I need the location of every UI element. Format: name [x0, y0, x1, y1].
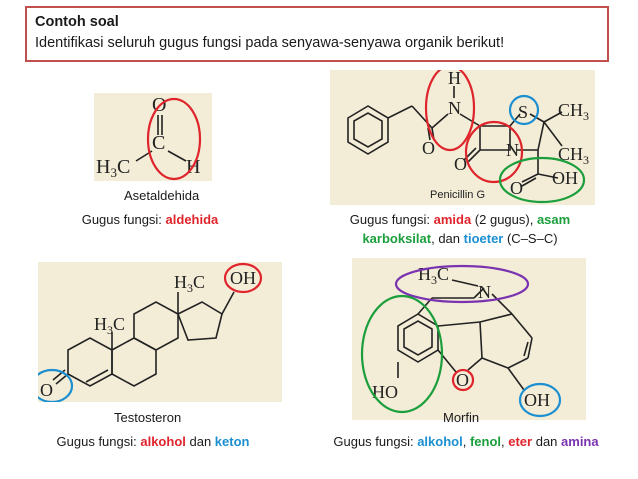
svg-text:O: O [40, 380, 53, 400]
svg-text:N: N [506, 140, 519, 160]
svg-text:H3C: H3C [94, 314, 125, 337]
ether-highlight [451, 368, 475, 392]
amine-highlight [394, 264, 530, 304]
group-thioether: tioeter [463, 231, 504, 246]
group-amide: amida [433, 212, 472, 227]
group-alcohol-morphine: alkohol [417, 434, 463, 449]
group-alcohol: alkohol [140, 434, 186, 449]
group-carboxylic-acid: asam karboksilat [362, 212, 571, 246]
alcohol-highlight-morphine [518, 382, 562, 418]
svg-text:OH: OH [524, 390, 550, 410]
thioether-highlight [508, 94, 540, 126]
alcohol-highlight [223, 262, 263, 294]
morphine-structure: H3C N HO O OH [352, 258, 586, 420]
svg-text:O: O [422, 138, 435, 158]
svg-text:OH: OH [552, 168, 578, 188]
svg-text:H3C: H3C [174, 272, 205, 295]
svg-text:OH: OH [230, 268, 256, 288]
penicillin-structure: H N O O N S CH3 CH3 O OH Penicillin G [330, 70, 595, 205]
carboxylic-highlight [498, 156, 586, 204]
header-box: Contoh soal Identifikasi seluruh gugus f… [25, 6, 609, 62]
group-aldehyde: aldehida [165, 212, 219, 227]
amide-highlight-2 [464, 120, 524, 184]
header-subtitle: Identifikasi seluruh gugus fungsi pada s… [35, 35, 505, 51]
svg-text:CH3: CH3 [558, 144, 589, 167]
acetaldehyde-description: Gugus fungsi: aldehida [81, 212, 219, 227]
svg-text:CH3: CH3 [558, 100, 589, 123]
aldehyde-c: C [152, 132, 165, 154]
acetaldehyde-structure: O C H3C H [94, 93, 212, 181]
amide-highlight-1 [424, 70, 476, 152]
testosterone-name: Testosteron [114, 410, 182, 425]
svg-text:H3C: H3C [96, 156, 130, 180]
morphine-name: Morfin [443, 410, 480, 425]
svg-text:N: N [478, 282, 491, 302]
header-title: Contoh soal [35, 14, 119, 30]
group-ketone: keton [214, 434, 250, 449]
aldehyde-highlight [146, 97, 202, 181]
svg-text:Penicillin G: Penicillin G [430, 189, 485, 201]
phenol-highlight [360, 294, 444, 414]
ketone-highlight [38, 368, 74, 402]
svg-text:S: S [518, 102, 528, 122]
svg-text:O: O [510, 178, 523, 198]
acetaldehyde-name: Asetaldehida [124, 188, 200, 203]
penicillin-description: Gugus fungsi: amida (2 gugus), asam karb… [349, 212, 571, 246]
group-amine: amina [561, 434, 599, 449]
testosterone-description: Gugus fungsi: alkohol dan keton [56, 434, 250, 449]
svg-text:O: O [454, 154, 467, 174]
testosterone-structure: H3C OH H3C O [38, 262, 282, 402]
svg-text:N: N [448, 98, 461, 118]
group-ether: eter [508, 434, 533, 449]
morphine-description: Gugus fungsi: alkohol, fenol, eter dan a… [333, 434, 599, 449]
svg-text:H: H [448, 70, 461, 88]
group-phenol: fenol [469, 434, 502, 449]
svg-text:O: O [456, 370, 469, 390]
svg-text:HO: HO [372, 382, 398, 402]
